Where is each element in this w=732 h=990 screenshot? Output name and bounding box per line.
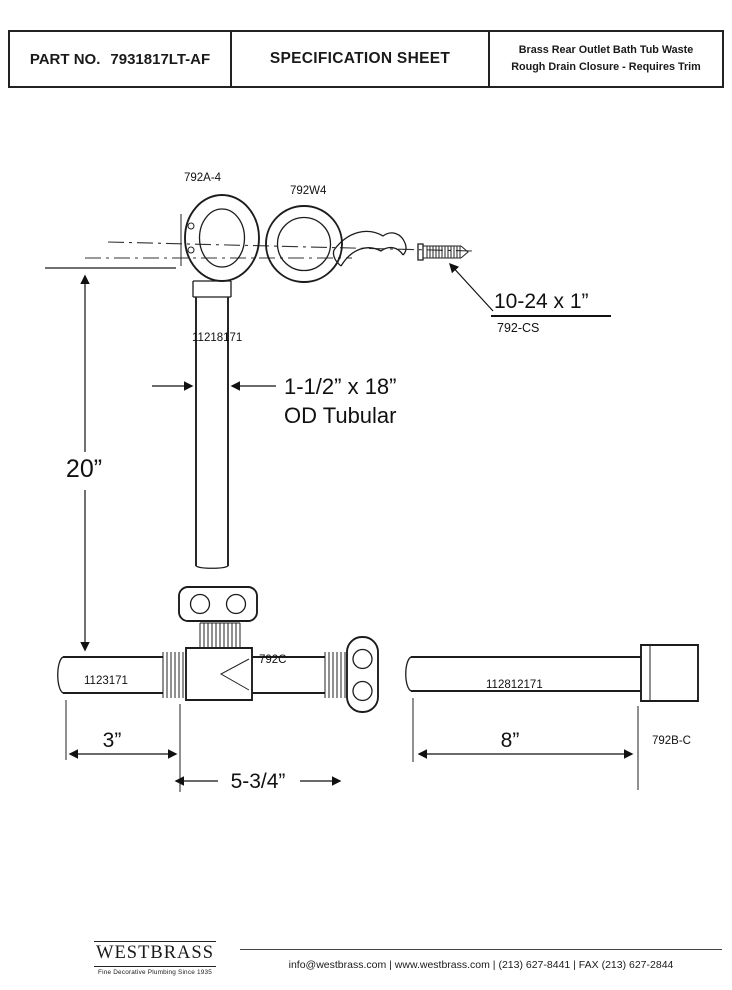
tee-part-label: 792C: [259, 654, 287, 666]
tube-size-callout: 1-1/2” x 18” OD Tubular: [152, 374, 397, 428]
dimension-8in: 8”: [412, 698, 639, 790]
brand-rule-top: [94, 941, 216, 942]
dimension-5-34in: 5-3/4”: [174, 770, 342, 793]
elbow-flange-drawing: 792A-4 11218171: [180, 172, 260, 569]
brand-name: WESTBRASS: [96, 943, 214, 963]
dimension-3in: 3”: [65, 700, 181, 792]
coupling-part-label: 792B-C: [652, 735, 691, 747]
technical-drawing: 792A-4 11218171 792W4 10-24 x 1” 792-CS: [45, 172, 699, 793]
height-dimension: 20”: [66, 274, 102, 652]
left-tube-part-label: 1123171: [84, 675, 128, 687]
vertical-tube-part-label: 11218171: [192, 332, 242, 344]
dim-3-label: 3”: [103, 729, 122, 752]
centerlines: [45, 241, 473, 269]
clamp-label: 792W4: [290, 185, 327, 197]
brand-rule-bottom: [94, 966, 216, 967]
spec-header: PART NO. 7931817LT-AF SPECIFICATION SHEE…: [8, 30, 724, 88]
dim-5-34-label: 5-3/4”: [231, 770, 286, 793]
screw-drawing: 10-24 x 1” 792-CS: [417, 243, 611, 335]
brand-tagline: Fine Decorative Plumbing Since 1935: [98, 969, 212, 976]
sheet-title: SPECIFICATION SHEET: [232, 32, 490, 86]
product-desc-line2: Rough Drain Closure - Requires Trim: [511, 61, 701, 73]
tee-assembly-drawing: 1123171 792C: [57, 586, 379, 713]
height-dimension-label: 20”: [66, 455, 102, 483]
part-number-cell: PART NO. 7931817LT-AF: [10, 32, 232, 86]
dim-8-label: 8”: [501, 729, 520, 752]
elbow-flange-label: 792A-4: [184, 172, 222, 184]
screw-part-label: 792-CS: [497, 321, 539, 335]
product-description: Brass Rear Outlet Bath Tub Waste Rough D…: [490, 32, 722, 86]
part-no-value: 7931817LT-AF: [110, 50, 211, 68]
contact-info: info@westbrass.com | www.westbrass.com |…: [240, 949, 722, 971]
tube-size-line2: OD Tubular: [284, 403, 397, 428]
clamp-drawing: 792W4: [265, 185, 407, 283]
right-tube-drawing: 112812171 792B-C: [405, 644, 699, 747]
right-tube-part-label: 112812171: [486, 679, 543, 691]
product-desc-line1: Brass Rear Outlet Bath Tub Waste: [518, 43, 694, 56]
screw-size-label: 10-24 x 1”: [494, 290, 589, 313]
brand-logo: WESTBRASS Fine Decorative Plumbing Since…: [94, 941, 216, 976]
part-no-label: PART NO.: [29, 50, 101, 68]
tube-size-line1: 1-1/2” x 18”: [284, 374, 397, 399]
